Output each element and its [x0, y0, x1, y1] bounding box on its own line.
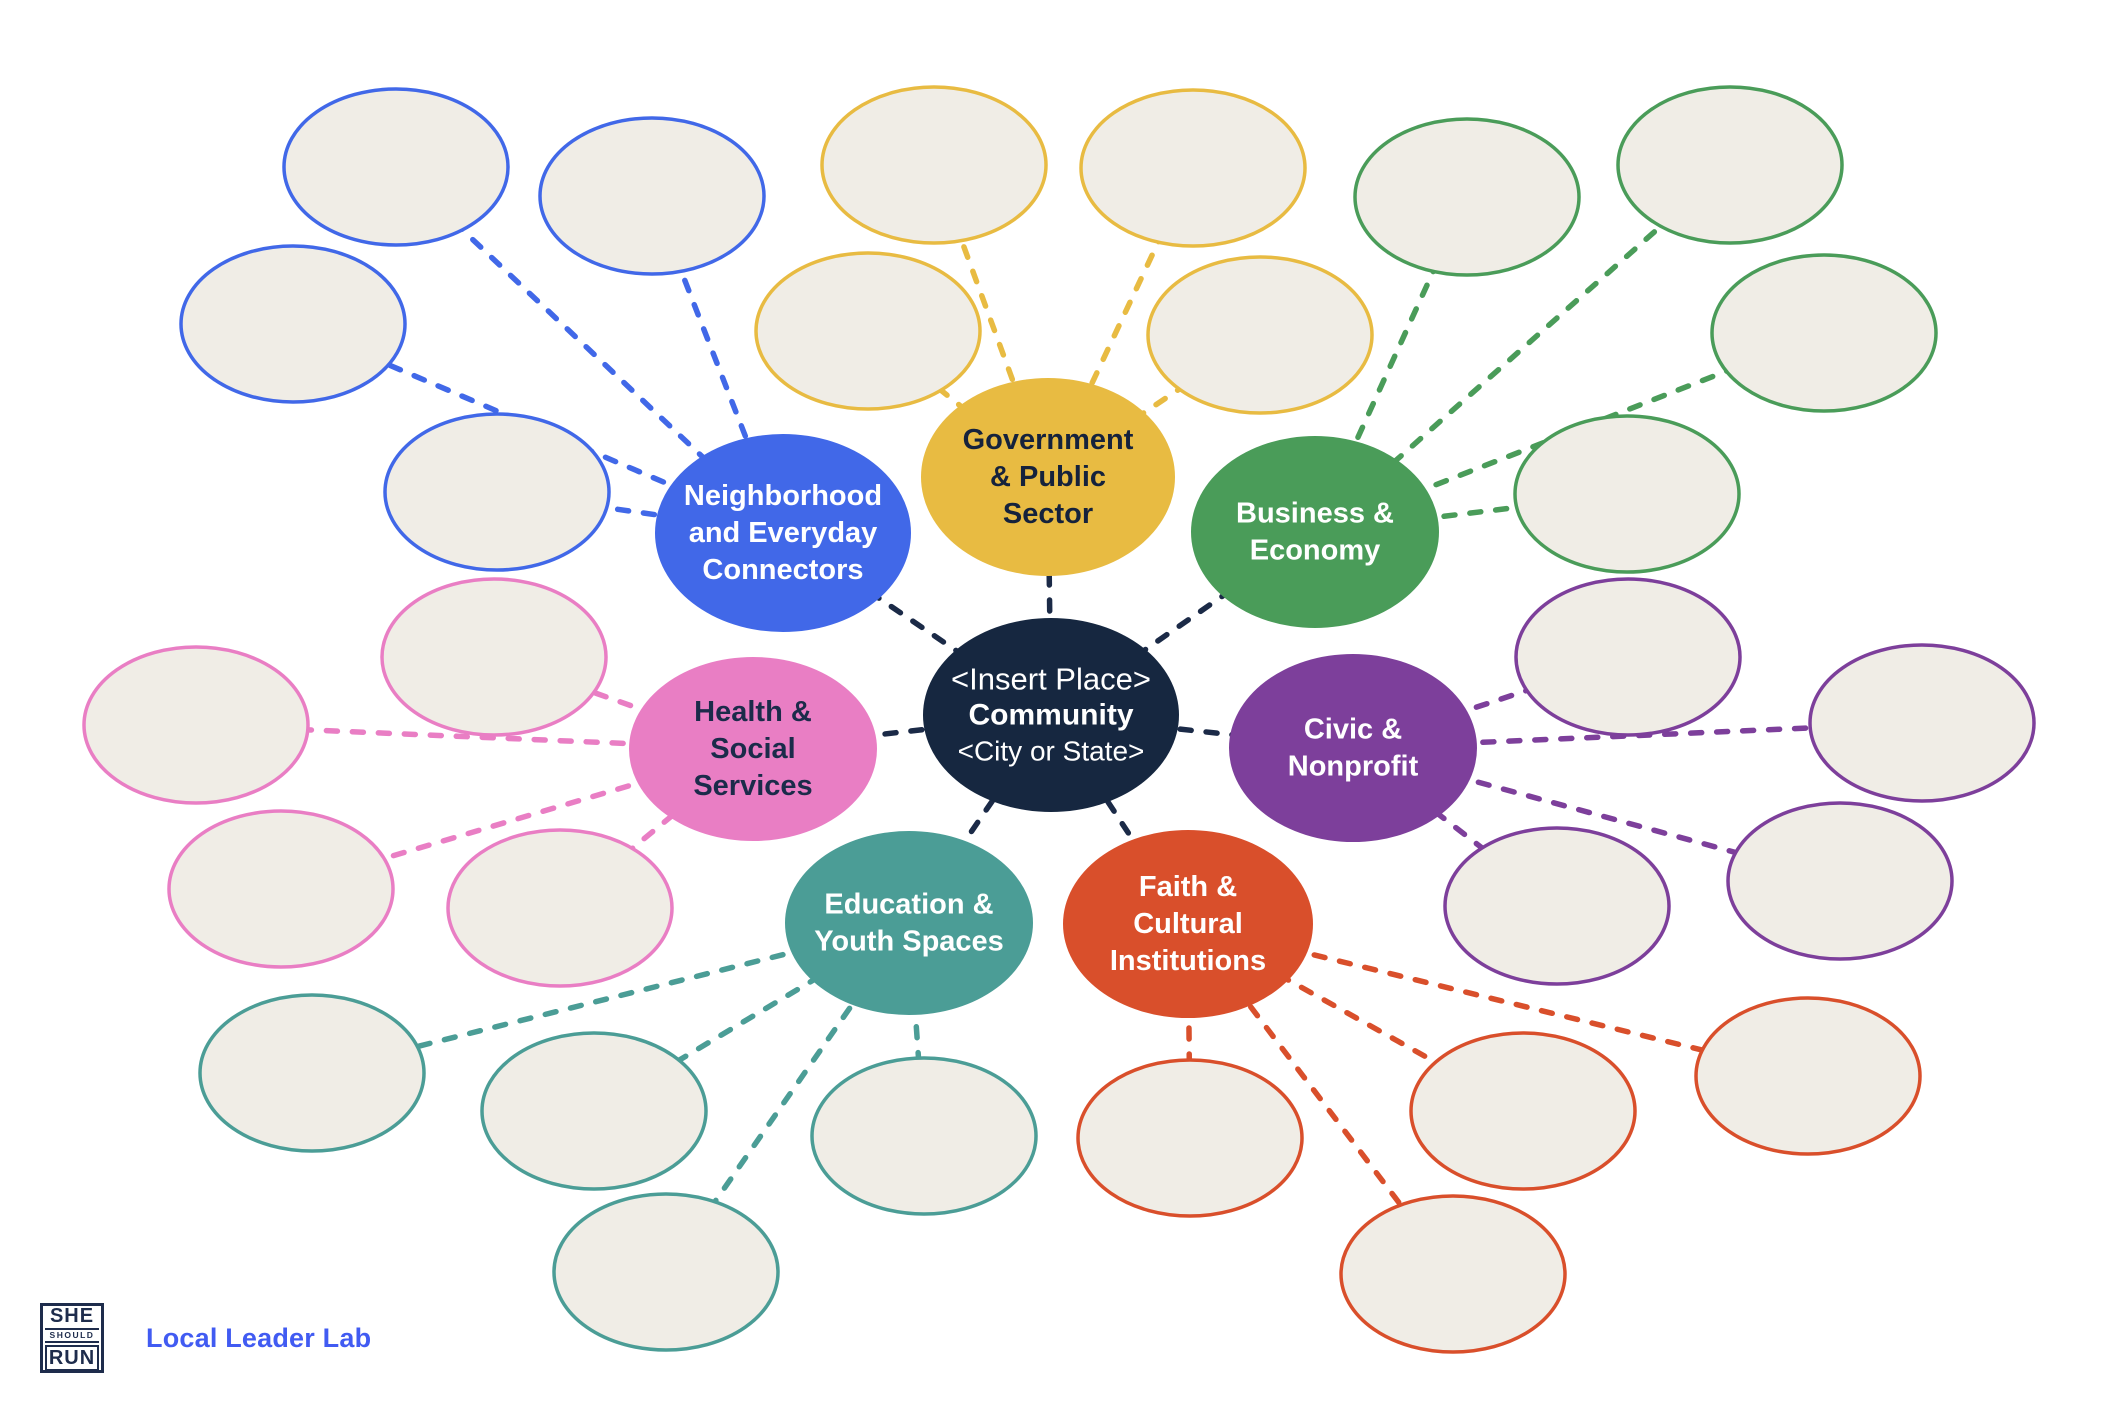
category-label-health-and-social-services-line-2: Social	[710, 733, 795, 765]
satellite-oval-faith-and-cultural-institutions-1[interactable]	[1076, 1058, 1304, 1218]
category-label-business-and-economy: Business & Economy	[1236, 498, 1394, 567]
satellite-oval-neighborhood-and-everyday-connectors-1[interactable]	[282, 87, 510, 247]
she-should-run-logo: SHE SHOULD RUN	[40, 1303, 104, 1373]
category-label-education-and-youth-spaces-line-1: Education &	[824, 889, 993, 921]
connector-education-and-youth-spaces-satellite-4	[663, 920, 912, 1275]
category-oval-health-and-social-services[interactable]	[629, 657, 877, 841]
center-label-line-1: <Insert Place>	[951, 662, 1151, 697]
category-label-faith-and-cultural-institutions-line-1: Faith &	[1139, 871, 1237, 903]
category-oval-government-and-public-sector[interactable]	[921, 378, 1175, 576]
satellite-oval-business-and-economy-3[interactable]	[1710, 253, 1938, 413]
category-label-health-and-social-services-line-1: Health &	[694, 696, 812, 728]
category-label-health-and-social-services-line-3: Services	[693, 770, 812, 802]
satellite-oval-business-and-economy-4[interactable]	[1513, 414, 1741, 574]
satellite-oval-faith-and-cultural-institutions-3[interactable]	[1694, 996, 1922, 1156]
footer: SHE SHOULD RUN Local Leader Lab	[40, 1303, 371, 1373]
center-oval-community[interactable]	[923, 618, 1179, 812]
satellite-oval-civic-and-nonprofit-4[interactable]	[1726, 801, 1954, 961]
category-label-civic-and-nonprofit-line-1: Civic &	[1304, 714, 1402, 746]
satellite-oval-civic-and-nonprofit-2[interactable]	[1808, 643, 2036, 803]
category-label-government-and-public-sector-line-1: Government	[963, 424, 1134, 456]
category-label-business-and-economy-line-2: Economy	[1250, 535, 1381, 567]
logo-line-she: SHE	[49, 1305, 95, 1327]
category-label-education-and-youth-spaces: Education & Youth Spaces	[814, 889, 1004, 958]
satellite-oval-neighborhood-and-everyday-connectors-3[interactable]	[179, 244, 407, 404]
satellite-oval-business-and-economy-1[interactable]	[1353, 117, 1581, 277]
logo-line-run: RUN	[45, 1345, 99, 1371]
category-label-faith-and-cultural-institutions-line-2: Cultural	[1133, 908, 1243, 940]
satellite-oval-government-and-public-sector-4[interactable]	[1146, 255, 1374, 415]
center-label-line-3: <City or State>	[958, 736, 1145, 767]
center-label-line-2: Community	[969, 699, 1134, 732]
satellite-oval-education-and-youth-spaces-3[interactable]	[810, 1056, 1038, 1216]
category-label-government-and-public-sector-line-3: Sector	[1003, 498, 1093, 530]
category-label-civic-and-nonprofit: Civic & Nonprofit	[1288, 714, 1419, 783]
category-oval-neighborhood-and-everyday-connectors[interactable]	[655, 434, 911, 632]
satellite-oval-government-and-public-sector-3[interactable]	[754, 251, 982, 411]
category-label-neighborhood-and-everyday-connectors-line-2: and Everyday	[689, 517, 878, 549]
satellite-oval-education-and-youth-spaces-2[interactable]	[480, 1031, 708, 1191]
category-oval-civic-and-nonprofit[interactable]	[1229, 654, 1477, 842]
category-label-neighborhood-and-everyday-connectors-line-3: Connectors	[702, 554, 863, 586]
satellite-oval-faith-and-cultural-institutions-4[interactable]	[1339, 1194, 1567, 1354]
category-label-government-and-public-sector-line-2: & Public	[990, 461, 1106, 493]
satellite-oval-faith-and-cultural-institutions-2[interactable]	[1409, 1031, 1637, 1191]
brand-title: Local Leader Lab	[146, 1322, 372, 1353]
satellite-oval-neighborhood-and-everyday-connectors-4[interactable]	[383, 412, 611, 572]
category-oval-faith-and-cultural-institutions[interactable]	[1063, 830, 1313, 1018]
satellite-oval-health-and-social-services-4[interactable]	[446, 828, 674, 988]
category-label-faith-and-cultural-institutions-line-3: Institutions	[1110, 945, 1266, 977]
satellite-oval-education-and-youth-spaces-1[interactable]	[198, 993, 426, 1153]
satellite-oval-neighborhood-and-everyday-connectors-2[interactable]	[538, 116, 766, 276]
category-label-business-and-economy-line-1: Business &	[1236, 498, 1394, 530]
satellite-oval-business-and-economy-2[interactable]	[1616, 85, 1844, 245]
satellite-oval-education-and-youth-spaces-4[interactable]	[552, 1192, 780, 1352]
satellite-oval-government-and-public-sector-1[interactable]	[820, 85, 1048, 245]
satellite-oval-civic-and-nonprofit-3[interactable]	[1443, 826, 1671, 986]
category-label-civic-and-nonprofit-line-2: Nonprofit	[1288, 751, 1419, 783]
category-label-education-and-youth-spaces-line-2: Youth Spaces	[814, 926, 1004, 958]
logo-line-should: SHOULD	[45, 1328, 99, 1343]
satellite-oval-health-and-social-services-3[interactable]	[167, 809, 395, 969]
satellite-oval-health-and-social-services-1[interactable]	[380, 577, 608, 737]
satellite-oval-civic-and-nonprofit-1[interactable]	[1514, 577, 1742, 737]
category-oval-education-and-youth-spaces[interactable]	[785, 831, 1033, 1015]
category-oval-business-and-economy[interactable]	[1191, 436, 1439, 628]
satellite-oval-health-and-social-services-2[interactable]	[82, 645, 310, 805]
satellite-oval-government-and-public-sector-2[interactable]	[1079, 88, 1307, 248]
center-label: <Insert Place>Community <City or State>	[951, 662, 1151, 767]
connector-health-and-social-services-satellite-1	[491, 654, 756, 752]
category-label-neighborhood-and-everyday-connectors-line-1: Neighborhood	[684, 480, 882, 512]
